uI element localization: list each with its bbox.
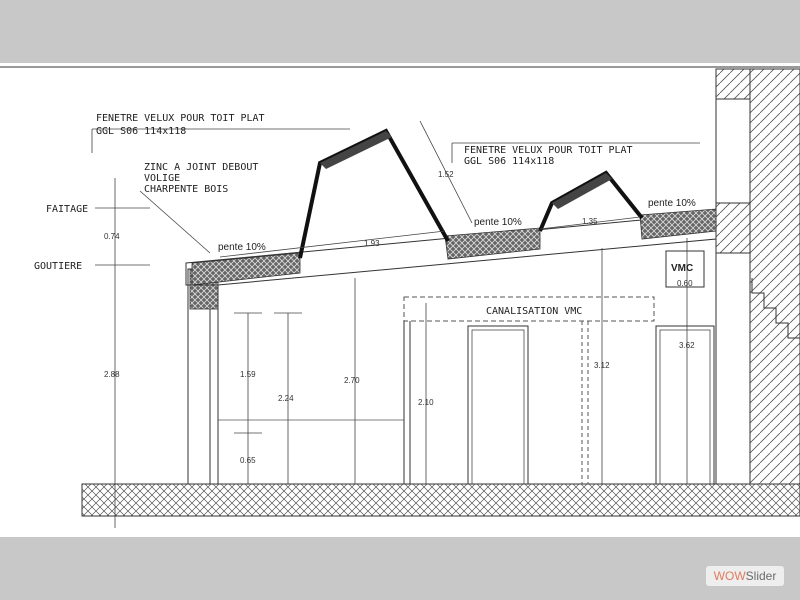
vmc-duct [403,296,655,322]
dim-2-24: 2.24 [278,394,294,403]
dim-2-70: 2.70 [344,376,360,385]
vmc-box [665,250,705,288]
dim-1-52: 1.52 [438,170,454,179]
neighbour-wall [749,68,800,485]
neighbour-parapet [715,68,751,100]
watermark-part-2: Slider [745,569,777,583]
dim-0-60: 0.60 [677,279,693,288]
goutiere-label: GOUTIERE [34,261,82,272]
faitage-label: FAITAGE [46,204,88,215]
dim-1-35: 1.35 [582,217,598,226]
dim-0-74: 0.74 [104,232,120,241]
dim-3-12: 3.12 [594,361,610,370]
roof-insulation-1 [191,252,301,286]
dim-3-62: 3.62 [679,341,695,350]
skylight-1-window [320,131,392,169]
velux-label-line-1: FENETRE VELUX POUR TOIT PLAT [96,113,265,124]
velux-label-line-2: GGL S06 114x118 [96,126,186,137]
door-2-inner [659,329,711,485]
bottom-gray-band [0,537,800,600]
dim-1-59: 1.59 [240,370,256,379]
skylight-2-window [552,173,612,209]
dim-2-10: 2.10 [418,398,434,407]
pente-label-2: pente 10% [474,217,522,228]
watermark-badge: WOWSlider [706,566,784,586]
dim-1-93: 1.93 [364,239,380,248]
dimension-lines [91,120,700,528]
vmc-label: VMC [671,263,693,274]
top-gray-band [0,0,800,63]
roof-slab-outline [185,212,717,286]
roof-insulation-2 [444,227,541,260]
pente-label-3: pente 10% [648,198,696,209]
stair-profile [751,278,800,339]
pente-label-1: pente 10% [218,242,266,253]
ground-slab [81,483,800,517]
velux-right-label-line-2: GGL S06 114x118 [464,156,554,167]
door-1-inner [471,329,525,485]
architectural-section-drawing: FENETRE VELUX POUR TOIT PLAT GGL S06 114… [0,63,800,537]
roof-insulation-3 [639,208,717,240]
velux-right-label-line-1: FENETRE VELUX POUR TOIT PLAT [464,145,633,156]
dim-2-88: 2.88 [104,370,120,379]
zinc-label-line-2: VOLIGE [144,173,180,184]
neighbour-beam [715,202,751,254]
zinc-label-line-3: CHARPENTE BOIS [144,184,228,195]
watermark-part-1: WOW [713,569,746,583]
section-svg: FENETRE VELUX POUR TOIT PLAT GGL S06 114… [0,66,800,528]
canalisation-label: CANALISATION VMC [486,306,582,317]
zinc-label-line-1: ZINC A JOINT DEBOUT [144,162,258,173]
dim-0-65: 0.65 [240,456,256,465]
door-1 [467,325,529,485]
